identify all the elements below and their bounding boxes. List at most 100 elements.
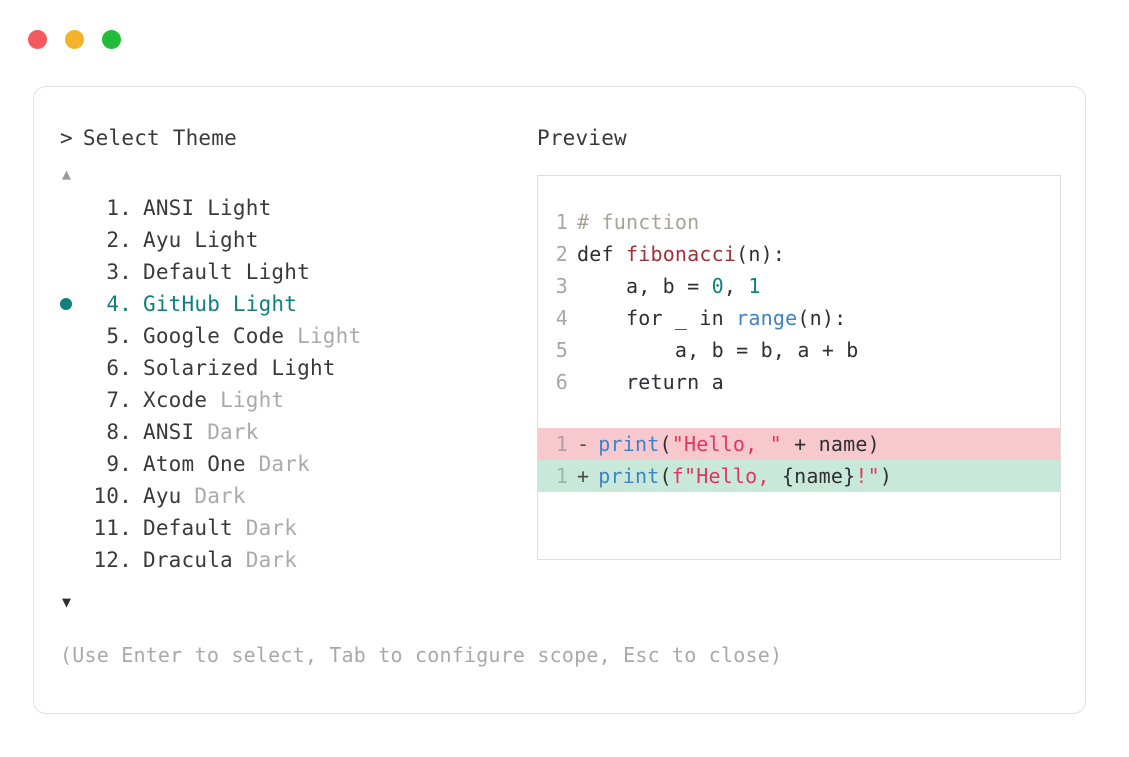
diff-line-number: 1 (555, 432, 568, 456)
code-line: 6 return a (538, 366, 1060, 398)
page-title: Select Theme (82, 126, 237, 150)
theme-item-variant: Light (297, 324, 362, 348)
window-controls (28, 30, 121, 49)
spacer (233, 256, 246, 288)
code-line-text: a, b = b, a + b (568, 334, 859, 366)
theme-item-number: 7. (106, 388, 132, 412)
code-token-str: !" (855, 464, 880, 488)
theme-item-name: Solarized (143, 356, 259, 380)
spacer (259, 352, 272, 384)
code-token-builtin: print (598, 432, 660, 456)
code-token-plain: {name} (781, 464, 856, 488)
code-token-punct: ( (659, 464, 672, 488)
theme-item-variant: Light (245, 260, 310, 284)
theme-selection-bullet-cell (60, 224, 86, 256)
theme-selection-bullet-cell (60, 480, 86, 512)
code-token-builtin: print (598, 464, 660, 488)
code-line-text: for _ in range(n): (568, 302, 846, 334)
spacer (246, 448, 259, 480)
spacer (194, 192, 207, 224)
theme-item-number: 5. (106, 324, 132, 348)
theme-list-item[interactable]: 4.GitHub Light (60, 288, 530, 320)
diff-line-text: print("Hello, " + name) (589, 428, 880, 460)
code-line-text: a, b = 0, 1 (568, 270, 761, 302)
prompt-header: > Select Theme (60, 123, 530, 153)
diff-line-add: 1 +print(f"Hello, {name}!") (538, 460, 1060, 492)
theme-list-item[interactable]: 8.ANSI Dark (60, 416, 530, 448)
spacer (182, 480, 195, 512)
theme-item-number: 10. (93, 484, 132, 508)
theme-selection-bullet-cell (60, 544, 86, 576)
theme-list-item[interactable]: 2. Ayu Light (60, 224, 530, 256)
theme-item-variant: Light (194, 228, 259, 252)
theme-list-item[interactable]: 6.Solarized Light (60, 352, 530, 384)
theme-item-name: Ayu (143, 228, 182, 252)
code-line-number: 5 (555, 338, 568, 362)
theme-item-number: 2. (106, 228, 132, 252)
maximize-dot[interactable] (102, 30, 121, 49)
preview-diff-body: 1-print("Hello, " + name)1+print(f"Hello… (538, 428, 1060, 492)
code-token-comment: # function (577, 210, 700, 234)
theme-item-number: 4. (106, 292, 132, 316)
spacer (194, 416, 207, 448)
scroll-up-arrow-icon[interactable]: ▲ (62, 165, 72, 183)
theme-item-number: 9. (106, 452, 132, 476)
theme-list-pane: > Select Theme ▲ 1.ANSI Light 2. Ayu Light… (60, 123, 782, 670)
diff-line-number: 1 (555, 464, 568, 488)
code-token-builtin: range (736, 306, 798, 330)
theme-item-name: Google Code (143, 324, 285, 348)
theme-list-item[interactable]: 5. Google Code Light (60, 320, 530, 352)
theme-list-item[interactable]: 9.Atom One Dark (60, 448, 530, 480)
theme-item-name: Atom One (143, 452, 246, 476)
spacer (233, 544, 246, 576)
theme-list-item[interactable]: 11.Default Dark (60, 512, 530, 544)
code-token-plain: , (723, 274, 749, 298)
code-token-punct: ( (659, 432, 672, 456)
theme-selection-bullet-cell (60, 192, 86, 224)
code-line-number: 4 (555, 306, 568, 330)
theme-item-variant: Light (207, 196, 272, 220)
theme-list-item[interactable]: 3.Default Light (60, 256, 530, 288)
code-line-number: 2 (555, 242, 568, 266)
diff-line-text: print(f"Hello, {name}!") (589, 460, 892, 492)
code-line: 4 for _ in range(n): (538, 302, 1060, 334)
theme-list-item[interactable]: 12.Dracula Dark (60, 544, 530, 576)
theme-selection-bullet-cell (60, 320, 86, 352)
close-dot[interactable] (28, 30, 47, 49)
theme-list-item[interactable]: 7. Xcode Light (60, 384, 530, 416)
code-token-num: 0 (711, 274, 724, 298)
theme-item-name: Dracula (143, 548, 233, 572)
code-token-num: 1 (748, 274, 761, 298)
scroll-down-arrow-icon[interactable]: ▼ (62, 593, 72, 611)
code-token-plain: a, b = b, a + b (577, 338, 859, 362)
code-token-punct: (n): (736, 242, 786, 266)
code-token-str: "Hello, " (671, 432, 782, 456)
code-token-plain: return a (577, 370, 724, 394)
theme-item-variant: Dark (245, 516, 298, 540)
theme-item-name: Xcode (143, 388, 208, 412)
diff-line-del: 1-print("Hello, " + name) (538, 428, 1060, 460)
diff-sign: + (577, 464, 590, 488)
theme-selection-bullet-cell (60, 384, 86, 416)
theme-selection-bullet-cell (60, 512, 86, 544)
code-line-text: def fibonacci(n): (568, 238, 785, 270)
theme-item-name: ANSI (143, 196, 195, 220)
theme-item-number: 11. (93, 516, 132, 540)
code-gap-spacer (538, 398, 1060, 428)
picker-columns: > Select Theme ▲ 1.ANSI Light 2. Ayu Light… (34, 87, 1085, 713)
minimize-dot[interactable] (65, 30, 84, 49)
theme-item-variant: Light (220, 388, 285, 412)
theme-list-item[interactable]: 10.Ayu Dark (60, 480, 530, 512)
spacer (233, 512, 246, 544)
theme-item-number: 6. (106, 356, 132, 380)
theme-item-variant: Dark (207, 420, 259, 444)
code-token-punct: (n): (797, 306, 847, 330)
theme-list-item[interactable]: 1.ANSI Light (60, 192, 530, 224)
theme-item-number: 8. (106, 420, 132, 444)
code-line: 5 a, b = b, a + b (538, 334, 1060, 366)
code-line-number: 6 (555, 370, 568, 394)
theme-selection-bullet-cell (60, 416, 86, 448)
